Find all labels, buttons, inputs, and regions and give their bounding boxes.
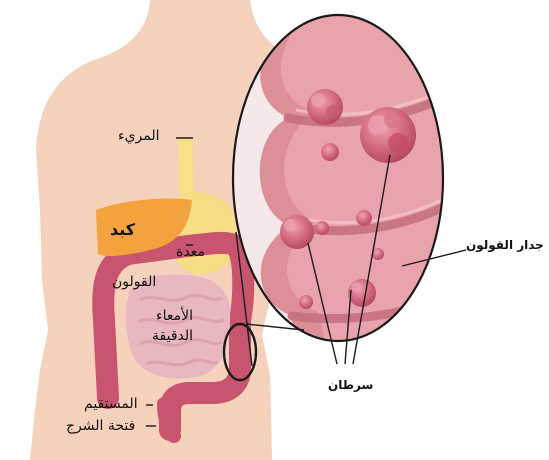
esophagus-shape (178, 138, 194, 198)
label-rectum: المستقيم (84, 396, 138, 412)
label-esophagus: المريء (118, 128, 160, 144)
label-colon-wall: جدار القولون (466, 238, 544, 252)
label-colon: القولون (112, 274, 156, 290)
tumor-1 (307, 89, 343, 125)
tumor-5 (315, 221, 329, 235)
tumor-3 (321, 143, 339, 161)
tumor-9 (299, 295, 313, 309)
label-cancer: سرطان (328, 378, 373, 392)
label-liver: كبد (110, 220, 135, 239)
label-small-intestine-line1: الأمعاء (156, 308, 193, 324)
label-anus: فتحة الشرج (66, 418, 135, 434)
label-small-intestine-line2: الدقيقة (152, 328, 193, 344)
tumor-2 (360, 107, 416, 163)
tumor-6 (356, 210, 372, 226)
label-stomach: معدة (176, 244, 205, 260)
tumor-8 (348, 279, 376, 307)
